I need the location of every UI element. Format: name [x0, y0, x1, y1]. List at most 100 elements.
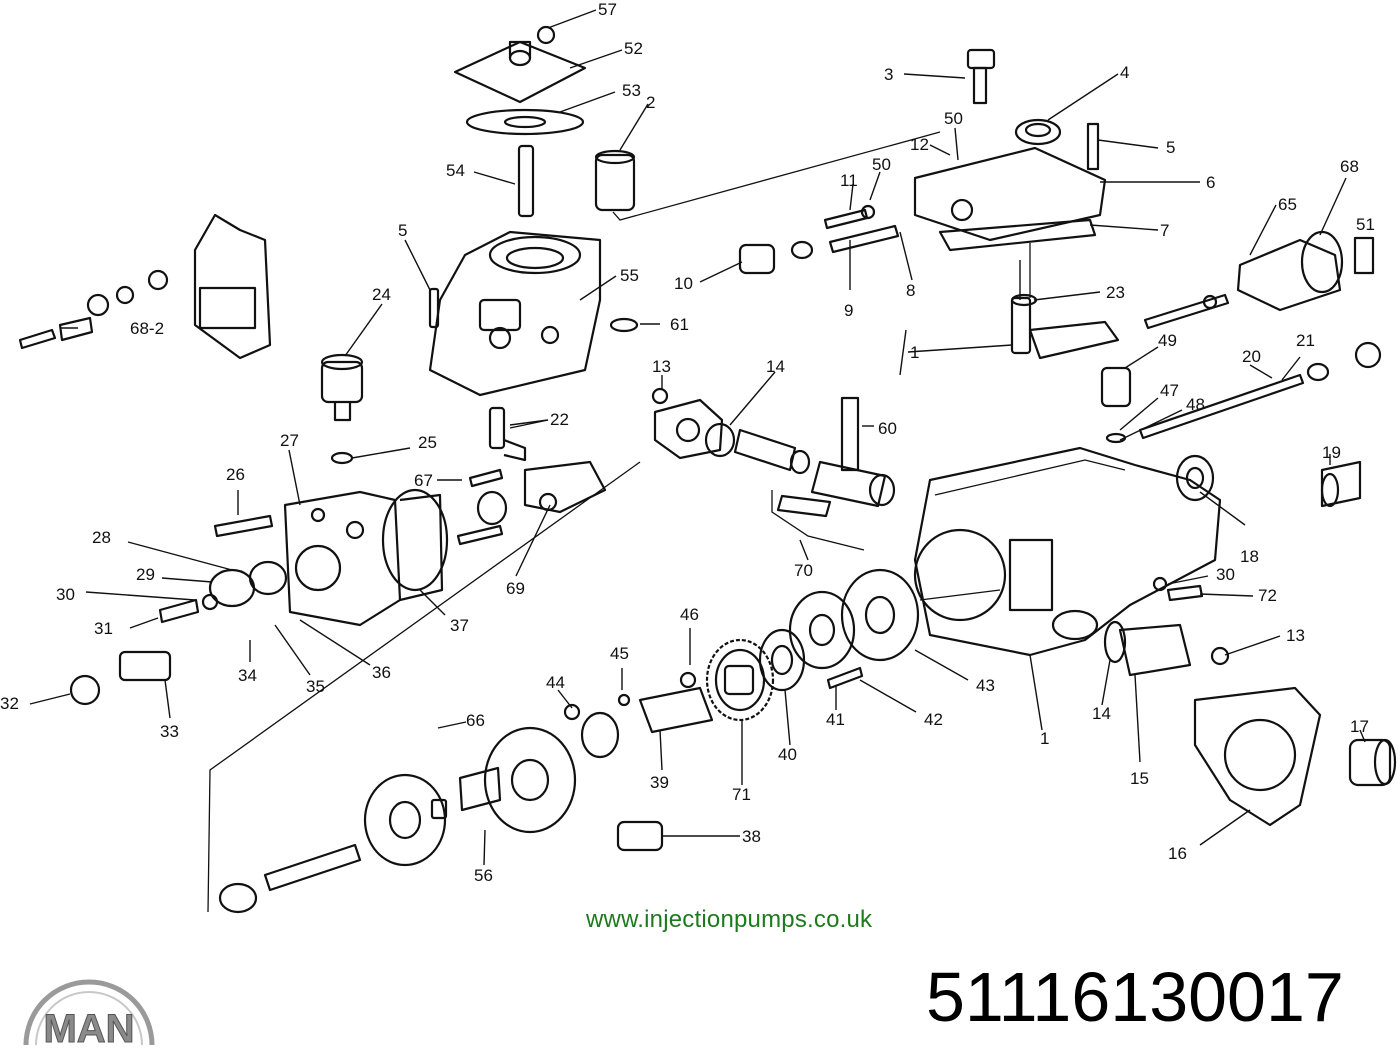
part-label: 21: [1296, 331, 1315, 350]
part-label: 42: [924, 710, 943, 729]
part-label: 28: [92, 528, 111, 547]
part-label: 1: [1040, 729, 1049, 748]
part-label: 57: [598, 0, 617, 19]
part-label: 29: [136, 565, 155, 584]
brand-text: MAN: [43, 1007, 134, 1050]
part-label: 6: [1206, 173, 1215, 192]
valve-group-part: [738, 204, 900, 275]
top-cover-part: [453, 25, 587, 136]
part-label: 32: [0, 694, 19, 713]
part-label: 25: [418, 433, 437, 452]
part-label: 68-2: [130, 319, 164, 338]
website-url: www.injectionpumps.co.uk: [586, 906, 873, 933]
bearing-18-part: [1175, 454, 1362, 508]
part-label: 4: [1120, 63, 1129, 82]
part-label: 14: [1092, 704, 1111, 723]
part-label: 56: [474, 866, 493, 885]
part-label: 72: [1258, 586, 1277, 605]
part-label: 9: [844, 301, 853, 320]
shutoff-assembly-part: [1143, 230, 1375, 330]
bracket-68-2-part: [18, 213, 272, 360]
part-label: 41: [826, 710, 845, 729]
part-label: 45: [610, 644, 629, 663]
flange-16-part: [1193, 686, 1397, 827]
part-label: 19: [1322, 443, 1341, 462]
part-label: 70: [794, 561, 813, 580]
part-label: 47: [1160, 381, 1179, 400]
part-label: 16: [1168, 844, 1187, 863]
part-label: 48: [1186, 395, 1205, 414]
spring-group-part: [456, 460, 607, 546]
part-label: 37: [450, 616, 469, 635]
timer-piston-part: [651, 387, 896, 551]
pump-head-part: [913, 48, 1107, 252]
part-label: 22: [550, 410, 569, 429]
part-label: 18: [1240, 547, 1259, 566]
part-label: 27: [280, 431, 299, 450]
diagram-parts: [18, 25, 1397, 914]
part-number: 51116130017: [926, 958, 1344, 1036]
part-label: 35: [306, 677, 325, 696]
part-label: 69: [506, 579, 525, 598]
part-label: 67: [414, 471, 433, 490]
part-label: 38: [742, 827, 761, 846]
part-label: 54: [446, 161, 465, 180]
gear-71-part: [617, 638, 775, 734]
part-label: 3: [884, 65, 893, 84]
part-labels: 57 52 53 2 54 3 4 50 12 5 6 11 50 68 65 …: [0, 0, 1375, 885]
part-label: 13: [1286, 626, 1305, 645]
part-label: 65: [1278, 195, 1297, 214]
solenoid-24-part: [320, 353, 364, 465]
part-label: 14: [766, 357, 785, 376]
part-label: 34: [238, 666, 257, 685]
part-label: 53: [622, 81, 641, 100]
part-label: 49: [1158, 331, 1177, 350]
part-label: 43: [976, 676, 995, 695]
part-label: 52: [624, 39, 643, 58]
cam-roller-part: [207, 461, 664, 914]
part-label: 1: [910, 343, 919, 362]
part-label: 46: [680, 605, 699, 624]
part-label: 61: [670, 315, 689, 334]
part-label: 10: [674, 274, 693, 293]
governor-housing-part: [428, 230, 639, 462]
part-label: 20: [1242, 347, 1261, 366]
part-label: 71: [732, 785, 751, 804]
part-label: 30: [56, 585, 75, 604]
part-label: 17: [1350, 717, 1369, 736]
part-label: 51: [1356, 215, 1375, 234]
part-label: 68: [1340, 157, 1359, 176]
part-label: 24: [372, 285, 391, 304]
part-label: 33: [160, 722, 179, 741]
part-label: 60: [878, 419, 897, 438]
part-label: 15: [1130, 769, 1149, 788]
part-label: 40: [778, 745, 797, 764]
hydraulic-head-part: [213, 488, 449, 627]
leader-lines: [29, 9, 1366, 866]
part-label: 7: [1160, 221, 1169, 240]
drive-plates-part: [758, 568, 1001, 692]
man-logo: MAN: [23, 979, 155, 1050]
part-label: 44: [546, 673, 565, 692]
valve-49-part: [1100, 341, 1382, 444]
part-label: 11: [840, 171, 858, 190]
part-label: 39: [650, 773, 669, 792]
shaft-54-part: [517, 131, 941, 221]
part-label: 36: [372, 663, 391, 682]
part-label: 50: [872, 155, 891, 174]
side-cover-part: [1103, 576, 1230, 677]
part-label: 8: [906, 281, 915, 300]
part-label: 50: [944, 109, 963, 128]
part-label: 31: [94, 619, 113, 638]
pump-housing-part: [913, 243, 1222, 657]
part-label: 2: [646, 93, 655, 112]
part-label: 23: [1106, 283, 1125, 302]
part-label: 5: [398, 221, 407, 240]
part-label: 26: [226, 465, 245, 484]
part-label: 30: [1216, 565, 1235, 584]
part-label: 12: [910, 135, 929, 154]
part-label: 5: [1166, 138, 1175, 157]
part-label: 13: [652, 357, 671, 376]
delivery-valve-part: [69, 560, 288, 706]
